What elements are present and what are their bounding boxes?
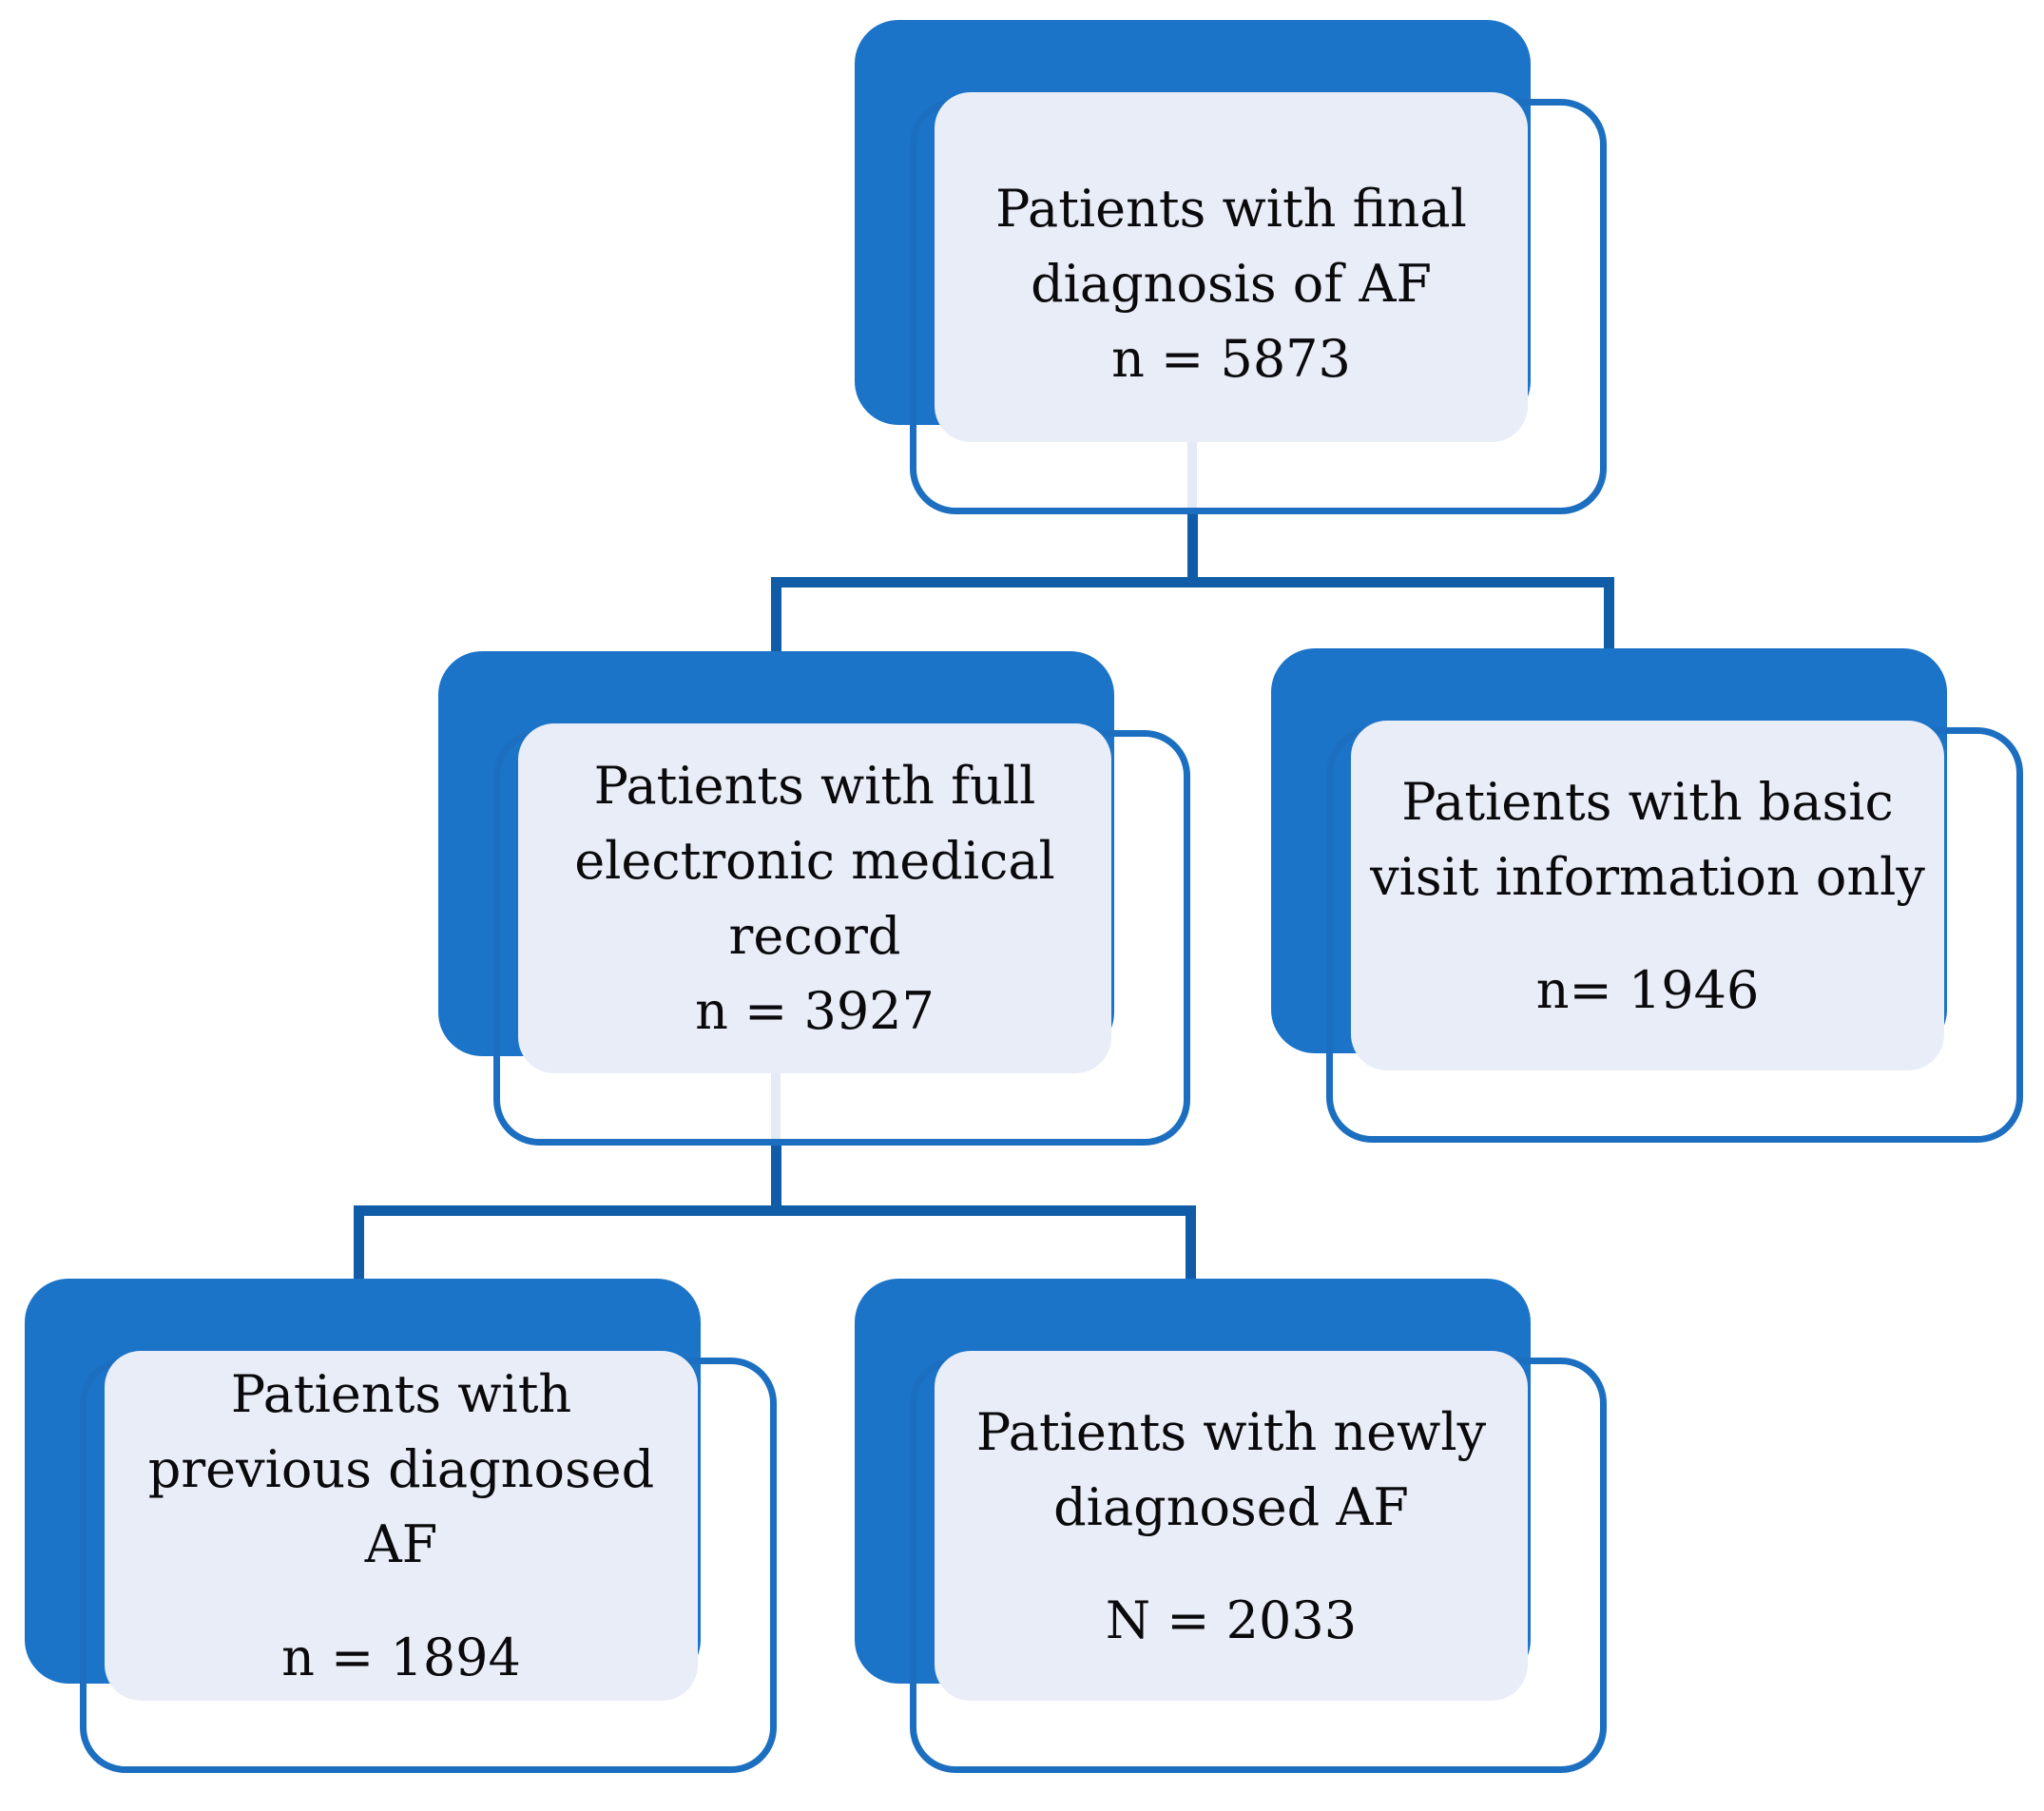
- node-basic-visit-count: n= 1946: [1535, 959, 1760, 1020]
- node-final-af-line: Patients with final: [995, 178, 1467, 239]
- node-newly-af-count: N = 2033: [1105, 1589, 1358, 1650]
- connector-top-right-drop: [1604, 577, 1614, 652]
- node-final-af-count: n = 5873: [1111, 328, 1351, 389]
- node-full-emr-line: Patients with full: [593, 756, 1036, 816]
- node-basic-visit-line: Patients with basic: [1401, 771, 1894, 832]
- node-full-emr-card: Patients with full electronic medical re…: [518, 723, 1111, 1073]
- node-final-af-line: diagnosis of AF: [1031, 253, 1432, 314]
- connector-bottom-bar: [354, 1205, 1196, 1216]
- connector-top-bar: [771, 577, 1614, 588]
- node-full-emr-count: n = 3927: [695, 981, 935, 1041]
- connector-bottom-vertical: [771, 1139, 781, 1216]
- connector-bottom-left-drop: [354, 1205, 364, 1282]
- node-full-emr-line: electronic medical: [574, 831, 1055, 891]
- connector-bottom-right-drop: [1186, 1205, 1196, 1282]
- node-basic-visit-card: Patients with basic visit information on…: [1351, 721, 1944, 1070]
- node-final-af-card: Patients with final diagnosis of AF n = …: [935, 92, 1528, 442]
- node-newly-af-line: Patients with newly: [975, 1401, 1487, 1462]
- connector-faint-stub-top: [1187, 442, 1197, 512]
- connector-top-vertical: [1187, 512, 1198, 588]
- node-basic-visit-line: visit information only: [1370, 846, 1925, 907]
- node-newly-af-line: diagnosed AF: [1053, 1476, 1409, 1537]
- node-previous-af-line: previous diagnosed: [147, 1439, 655, 1499]
- node-newly-af-card: Patients with newly diagnosed AF N = 203…: [935, 1351, 1528, 1701]
- node-previous-af-line: Patients with: [230, 1364, 572, 1424]
- node-previous-af-line: AF: [364, 1514, 438, 1574]
- node-previous-af-card: Patients with previous diagnosed AF n = …: [105, 1351, 698, 1701]
- connector-top-left-drop: [771, 577, 781, 655]
- connector-faint-stub-bottom: [771, 1073, 781, 1139]
- node-full-emr-line: record: [728, 906, 901, 966]
- node-previous-af-count: n = 1894: [281, 1628, 521, 1687]
